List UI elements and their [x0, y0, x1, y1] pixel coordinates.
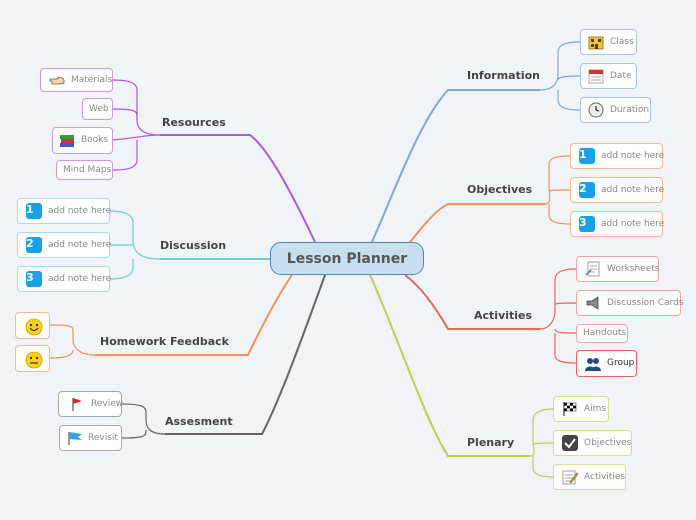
topic-discussion[interactable]: Discussion [160, 239, 227, 252]
discussion-note-1-label: add note here [48, 205, 112, 216]
activities-discussion-cards-label: Discussion Cards [607, 297, 684, 308]
building-icon [588, 34, 604, 50]
happy-face-icon [25, 318, 42, 335]
topic-objectives[interactable]: Objectives [467, 183, 533, 196]
number-2-icon: 2 [26, 237, 42, 253]
resource-web[interactable]: Web [82, 98, 113, 120]
topic-resources[interactable]: Resources [162, 116, 226, 129]
number-2-icon: 2 [579, 182, 595, 198]
topic-homework-feedback[interactable]: Homework Feedback [100, 335, 229, 348]
homework-neutral-node[interactable] [15, 345, 50, 372]
resource-web-label: Web [89, 103, 109, 114]
information-date[interactable]: Date [580, 63, 637, 89]
topic-assesment[interactable]: Assesment [165, 415, 233, 428]
assesment-revisit[interactable]: Revisit [59, 425, 122, 451]
discussion-note-3[interactable]: 3 add note here [17, 266, 112, 292]
checkered-flag-icon [562, 401, 578, 417]
pointing-hand-icon [49, 72, 65, 88]
people-group-icon [585, 356, 601, 372]
topic-information[interactable]: Information [467, 69, 540, 82]
assesment-review-label: Review [91, 398, 124, 409]
number-3-icon: 3 [26, 271, 42, 287]
clock-icon [588, 102, 604, 118]
information-date-label: Date [610, 70, 632, 81]
activities-worksheets-label: Worksheets [607, 263, 660, 274]
homework-happy-node[interactable] [15, 312, 50, 339]
activities-handouts-label: Handouts [583, 328, 627, 338]
number-1-icon: 1 [579, 148, 595, 164]
plenary-activities-label: Activities [584, 471, 626, 482]
discussion-note-1[interactable]: 1 add note here [17, 198, 112, 224]
discussion-note-3-label: add note here [48, 273, 112, 284]
resource-books-label: Books [81, 135, 109, 145]
resource-mind-maps-label: Mind Maps [63, 164, 112, 175]
activities-group-label: Group [607, 358, 635, 368]
topic-activities[interactable]: Activities [474, 309, 533, 322]
plenary-aims-label: Aims [584, 403, 607, 414]
red-flag-icon [69, 396, 85, 412]
discussion-note-2[interactable]: 2 add note here [17, 232, 112, 258]
discussion-note-2-label: add note here [48, 239, 112, 250]
information-duration[interactable]: Duration [580, 97, 651, 123]
plenary-objectives[interactable]: Objectives [553, 430, 632, 456]
books-icon [59, 133, 75, 149]
topic-plenary[interactable]: Plenary [467, 436, 515, 449]
information-class-label: Class [610, 36, 634, 47]
blue-flag-icon [66, 430, 82, 446]
objectives-note-2-label: add note here [601, 184, 665, 195]
activities-handouts[interactable]: Handouts [576, 324, 628, 343]
number-3-icon: 3 [579, 216, 595, 232]
plenary-objectives-label: Objectives [584, 437, 632, 448]
central-topic[interactable]: Lesson Planner [270, 242, 424, 275]
information-class[interactable]: Class [580, 29, 637, 55]
resource-books[interactable]: Books [52, 127, 113, 154]
objectives-note-1-label: add note here [601, 150, 665, 161]
objectives-note-2[interactable]: 2 add note here [570, 177, 665, 203]
activities-worksheets[interactable]: Worksheets [576, 256, 659, 282]
number-1-icon: 1 [26, 203, 42, 219]
resource-mind-maps[interactable]: Mind Maps [56, 160, 113, 180]
assesment-review[interactable]: Review [58, 391, 124, 417]
megaphone-icon [585, 295, 601, 311]
resource-materials[interactable]: Materials [40, 68, 113, 92]
neutral-face-icon [25, 351, 42, 368]
notepad-pencil-icon [562, 469, 579, 485]
information-duration-label: Duration [610, 104, 650, 115]
activities-group[interactable]: Group [576, 350, 637, 377]
objectives-note-3-label: add note here [601, 218, 665, 229]
objectives-note-1[interactable]: 1 add note here [570, 143, 665, 169]
plenary-activities[interactable]: Activities [553, 464, 626, 490]
activities-discussion-cards[interactable]: Discussion Cards [576, 290, 684, 316]
checkmark-icon [562, 435, 578, 451]
assesment-revisit-label: Revisit [88, 432, 118, 443]
resource-materials-label: Materials [71, 74, 113, 85]
plenary-aims[interactable]: Aims [553, 396, 609, 422]
calendar-icon [588, 68, 604, 84]
worksheet-icon [585, 261, 601, 277]
objectives-note-3[interactable]: 3 add note here [570, 211, 665, 237]
